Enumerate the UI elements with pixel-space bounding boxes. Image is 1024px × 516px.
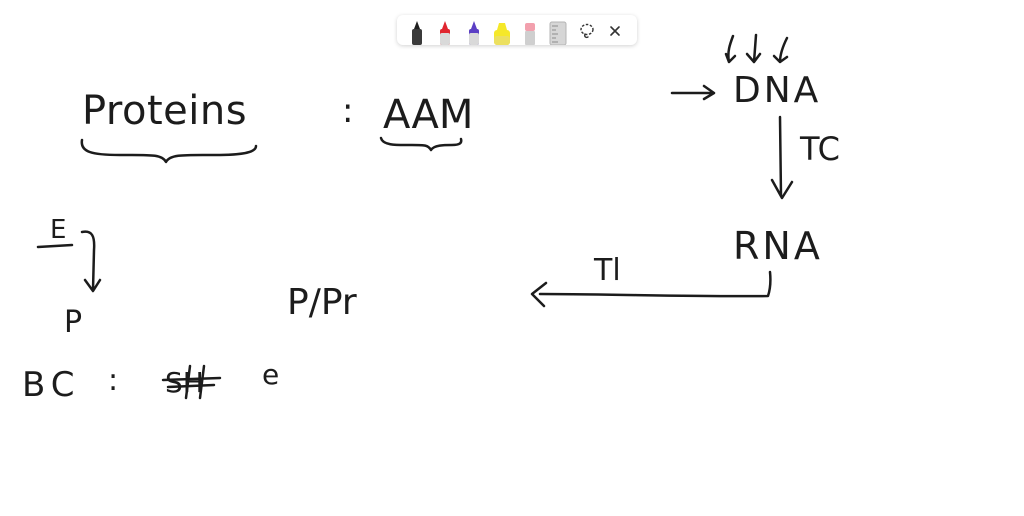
text-tc: TC: [799, 130, 840, 168]
red-marker-icon: [440, 21, 451, 45]
purple-marker-icon: [468, 21, 479, 45]
lasso-button[interactable]: [573, 17, 601, 45]
arrow-down-3: [772, 36, 789, 64]
text-p-pr: P/Pr: [287, 282, 357, 323]
text-bc: BC: [22, 365, 80, 405]
ruler-icon: [549, 21, 567, 45]
text-strike: SH: [165, 366, 204, 399]
red-marker-button[interactable]: [431, 17, 459, 45]
text-rna: RNA: [733, 224, 823, 268]
purple-marker-button[interactable]: [460, 17, 488, 45]
arrow-rna-to-protein: [530, 270, 772, 308]
text-aam: AAM: [383, 92, 473, 138]
arrow-e-to-p: [80, 230, 102, 293]
text-e-lower: e: [262, 358, 279, 391]
ruler-button[interactable]: [544, 17, 572, 45]
yellow-highlighter-button[interactable]: [488, 17, 516, 45]
eraser-icon: [525, 23, 536, 45]
arrow-dna-to-rna: [770, 115, 794, 200]
text-colon-1: :: [342, 91, 353, 131]
black-marker-icon: [412, 21, 423, 45]
text-proteins: Proteins: [82, 88, 247, 134]
text-dna: DNA: [733, 70, 821, 111]
brace-under-proteins: [80, 138, 258, 164]
brace-under-aam: [379, 136, 463, 152]
text-colon-2: :: [108, 363, 118, 398]
text-p: P: [64, 305, 82, 340]
underline-e: [36, 243, 74, 249]
strike-through: [161, 364, 222, 400]
text-e: E: [50, 215, 66, 245]
arrow-down-1: [724, 34, 737, 64]
arrow-down-2: [745, 33, 762, 64]
arrow-into-dna: [670, 84, 716, 101]
text-tl: Tl: [593, 253, 621, 288]
drawing-toolbar: [397, 15, 637, 45]
close-toolbar-button[interactable]: [601, 17, 629, 45]
close-icon: [610, 26, 620, 36]
lasso-icon: [579, 23, 594, 39]
highlighter-icon: [493, 23, 510, 45]
black-marker-button[interactable]: [403, 17, 431, 45]
eraser-button[interactable]: [516, 17, 544, 45]
